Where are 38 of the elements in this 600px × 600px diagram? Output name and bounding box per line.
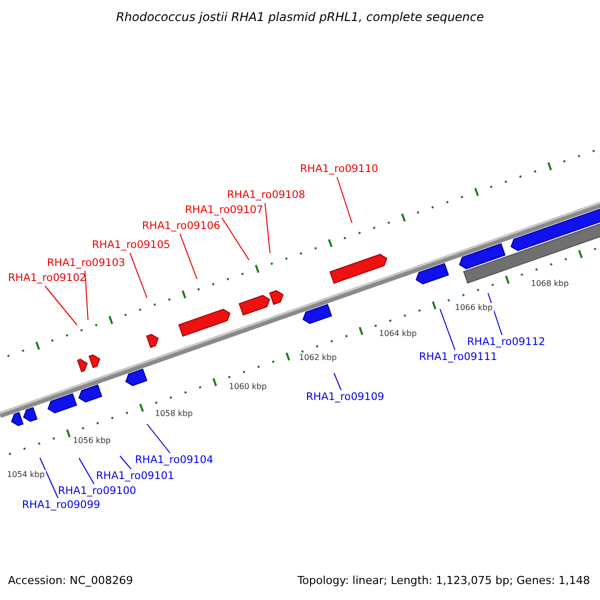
leader-line [180, 234, 198, 280]
leader-line [40, 458, 58, 498]
gene-label: RHA1_ro09109 [306, 391, 384, 403]
gene-label: RHA1_ro09107 [185, 204, 264, 216]
gene-label: RHA1_ro09111 [419, 351, 498, 363]
leader-line [222, 218, 250, 260]
scale-label: 1058 kbp [154, 409, 194, 418]
leader-line [78, 458, 94, 484]
leader-line [334, 372, 342, 390]
leader-line [84, 270, 88, 320]
gene-label: RHA1_ro09108 [227, 189, 306, 201]
leader-line [130, 252, 148, 298]
scale-label: 1068 kbp [530, 279, 570, 288]
gene-label: RHA1_ro09110 [300, 163, 378, 175]
leader-line [440, 308, 456, 350]
scale-label: 1062 kbp [298, 353, 338, 362]
scale-label: 1054 kbp [6, 470, 46, 479]
scale-label: 1066 kbp [454, 303, 494, 312]
gene-label: RHA1_ro09112 [467, 336, 546, 348]
leader-line [336, 176, 352, 224]
footer-text: Accession: NC_008269 [8, 574, 134, 587]
gene-label: RHA1_ro09106 [142, 220, 220, 232]
gene-label: RHA1_ro09105 [92, 239, 170, 251]
gene-label: RHA1_ro09104 [135, 454, 214, 466]
leader-line [120, 456, 132, 470]
scale-label: 1060 kbp [228, 382, 268, 391]
scale-label: 1064 kbp [378, 329, 418, 338]
leader-line [264, 202, 270, 254]
gene-label: RHA1_ro09101 [96, 470, 174, 482]
map-title: Rhodococcus jostii RHA1 plasmid pRHL1, complete sequence [115, 10, 485, 24]
gene-label: RHA1_ro09100 [58, 485, 136, 497]
gene-label: RHA1_ro09103 [47, 257, 126, 269]
scale-label: 1056 kbp [72, 436, 112, 445]
footer-text: Topology: linear; Length: 1,123,075 bp; Genes: 1,148 [297, 574, 590, 587]
leader-line [146, 424, 170, 454]
leader-line [44, 286, 78, 326]
gene-label: RHA1_ro09099 [22, 499, 100, 511]
leader-line [488, 292, 502, 336]
